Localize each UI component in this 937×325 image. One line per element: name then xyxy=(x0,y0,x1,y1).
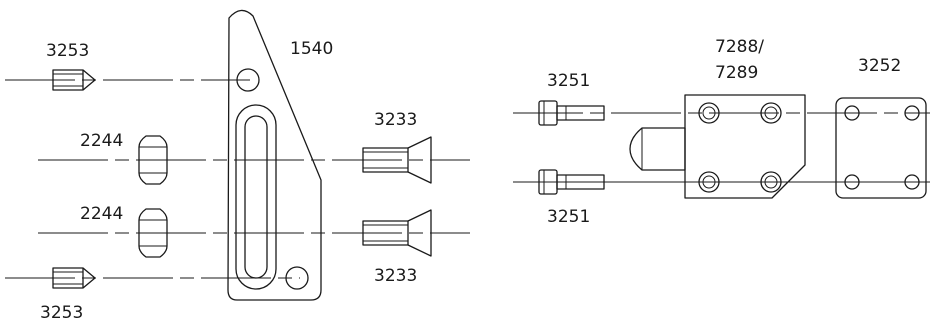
hex-nut-2244-upper xyxy=(138,135,168,185)
label-clamp-body-line2: 7289 xyxy=(715,63,758,83)
label-clamp-body-line1: 7288/ xyxy=(715,37,764,57)
label-cap-screw-upper: 3251 xyxy=(547,71,590,91)
label-nut-upper: 2244 xyxy=(80,131,123,151)
label-plate: 3252 xyxy=(858,56,901,76)
label-nut-lower: 2244 xyxy=(80,204,123,224)
clamp-body-7288-7289 xyxy=(629,94,806,199)
bracket-1540 xyxy=(227,9,322,301)
label-bracket: 1540 xyxy=(290,39,333,59)
label-flat-screw-upper: 3233 xyxy=(374,110,417,130)
label-set-screw-top: 3253 xyxy=(46,41,89,61)
label-cap-screw-lower: 3251 xyxy=(547,207,590,227)
label-set-screw-bottom: 3253 xyxy=(40,303,83,323)
hex-nut-2244-lower xyxy=(138,208,168,258)
label-flat-screw-lower: 3233 xyxy=(374,266,417,286)
